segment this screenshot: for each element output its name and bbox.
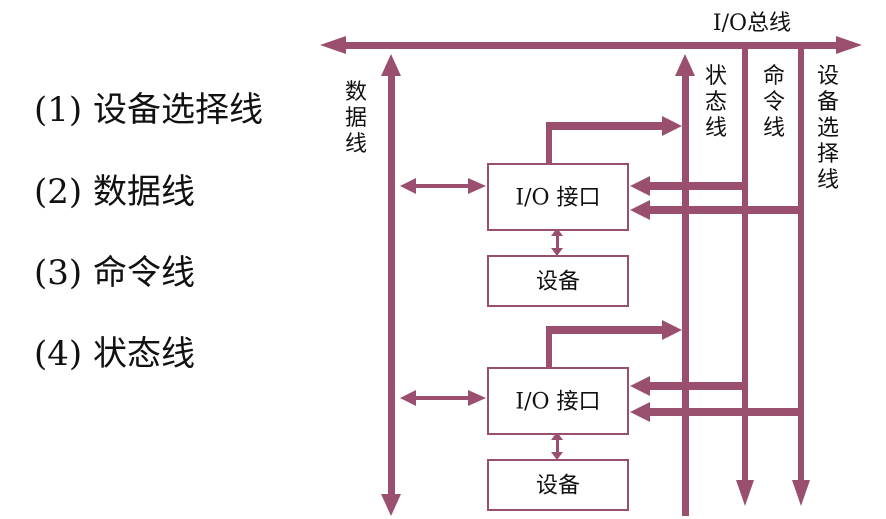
lower-io-interface-box: [487, 367, 629, 435]
io-bus-arrow: [320, 36, 862, 54]
lower-device-box: [487, 459, 629, 511]
lower-select-connector: [630, 402, 802, 422]
upper-io-interface-label: I/O 接口: [515, 186, 600, 211]
list-item-command-line: (3) 命令线: [34, 253, 195, 293]
device-select-line-arrow: [792, 49, 810, 506]
list-item-data-line: (2) 数据线: [34, 172, 195, 212]
list-item-status-line: (4) 状态线: [34, 334, 195, 374]
list-item-device-select-line: (1) 设备选择线: [34, 90, 263, 130]
upper-data-connector: [400, 178, 486, 194]
upper-io-interface-box: [487, 163, 629, 231]
data-line-arrow: [381, 54, 401, 516]
lower-io-interface-label: I/O 接口: [515, 390, 600, 415]
lower-device-label: 设备: [536, 474, 580, 499]
lower-status-connector: [546, 320, 682, 368]
io-bus-title: I/O总线: [713, 11, 791, 36]
upper-device-box: [487, 255, 629, 307]
data-line-label: 数据线: [345, 80, 367, 157]
status-line-label: 状态线: [705, 64, 727, 141]
command-line-arrow: [736, 49, 754, 506]
lower-device-connector: [551, 432, 563, 460]
lower-data-connector: [400, 390, 486, 406]
upper-device-connector: [551, 228, 563, 256]
upper-device-label: 设备: [536, 270, 580, 295]
status-line-arrow: [675, 54, 695, 516]
upper-command-connector: [630, 176, 746, 196]
device-select-line-label: 设备选择线: [817, 64, 839, 193]
upper-status-connector: [546, 116, 682, 164]
upper-select-connector: [630, 200, 802, 220]
lower-command-connector: [630, 376, 746, 396]
command-line-label: 命令线: [763, 64, 785, 141]
